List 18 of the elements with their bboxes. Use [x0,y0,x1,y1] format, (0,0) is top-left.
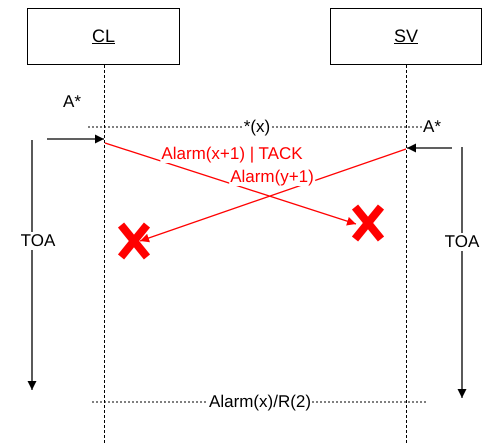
axis-label: TOA [444,233,480,251]
arrow [407,144,452,152]
edge-label: A* [422,118,442,136]
edge-label: A* [62,93,82,111]
arrow [47,134,104,144]
message-label: Alarm(x)/R(2) [208,393,312,411]
cross-mark [118,222,150,260]
participant-box: SV [330,8,482,65]
edge-label: Alarm(x+1) | TACK [160,145,304,163]
message-label: *(x) [242,118,272,136]
participant-box: CL [27,8,180,65]
axis-label: TOA [20,232,56,250]
lifeline [104,65,105,443]
arrow [140,148,406,242]
edge-label: Alarm(y+1) [229,168,315,186]
cross-mark [352,204,384,242]
arrow [104,142,356,226]
lifeline [406,65,407,443]
